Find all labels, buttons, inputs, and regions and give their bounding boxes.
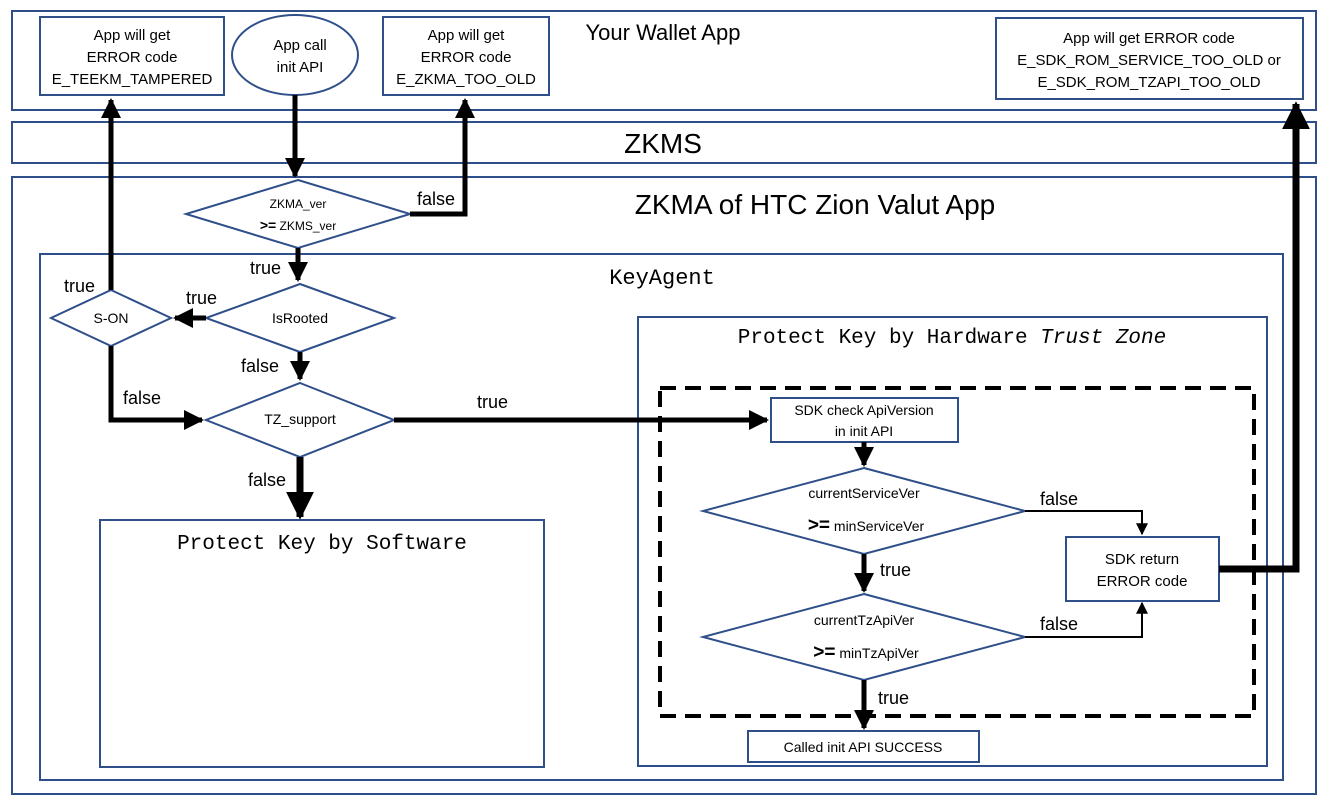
zkma-version-decision: ZKMA_ver >= ZKMS_ver [182, 178, 414, 250]
trust-zone-title-main: Protect Key by Hardware [738, 327, 1040, 350]
zkma-ge-symbol: >= [260, 217, 276, 233]
service-version-decision: currentServiceVer >= minServiceVer [699, 466, 1029, 556]
tzapi-version-decision: currentTzApiVer >= minTzApiVer [699, 592, 1029, 682]
app-call-line-2: init API [277, 59, 324, 76]
tzapi-decision-line-1: currentTzApiVer [814, 612, 915, 628]
sdk-check-line-2: in init API [835, 423, 893, 439]
tz-support-decision: TZ_support [203, 381, 397, 459]
trust-zone-title-italic: Trust Zone [1040, 327, 1166, 350]
sdk-return-line-2: ERROR code [1097, 573, 1188, 590]
error-zkma-old-box: App will get ERROR code E_ZKMA_TOO_OLD [382, 16, 550, 96]
error-sdk-line-2: E_SDK_ROM_SERVICE_TOO_OLD or [1017, 52, 1281, 69]
service-decision-line-1: currentServiceVer [808, 485, 920, 501]
app-call-line-1: App call [273, 37, 326, 54]
zkms-layer: ZKMS [11, 121, 1317, 164]
error-tampered-line-2: ERROR code [87, 49, 178, 66]
error-sdk-old-box: App will get ERROR code E_SDK_ROM_SERVIC… [995, 17, 1304, 100]
s-on-label: S-ON [94, 310, 129, 326]
zkms-title: ZKMS [624, 128, 702, 159]
tzapi-decision-line-2: >= minTzApiVer [813, 642, 919, 663]
error-zkma-line-1: App will get [428, 27, 506, 44]
zkma-title: ZKMA of HTC Zion Valut App [635, 189, 996, 220]
service-ge-symbol: >= [808, 515, 830, 536]
label-son-false: false [123, 388, 161, 408]
sdk-return-line-1: SDK return [1105, 551, 1179, 568]
arrow-zkma-false [410, 98, 475, 217]
is-rooted-label: IsRooted [272, 310, 328, 326]
label-son-true: true [64, 276, 95, 296]
wallet-app-title: Your Wallet App [586, 20, 741, 45]
wallet-app-layer: Your Wallet App [11, 10, 1317, 111]
arrow-son-false [108, 346, 204, 430]
trust-zone-layer: Protect Key by Hardware Trust Zone [637, 316, 1268, 767]
success-label: Called init API SUCCESS [784, 739, 943, 755]
arrow-error-to-app [1219, 101, 1310, 573]
arrow-service-false [1025, 510, 1148, 536]
error-tampered-line-3: E_TEEKM_TAMPERED [52, 71, 213, 88]
label-rooted-false: false [241, 356, 279, 376]
label-tzapi-false: false [1040, 614, 1078, 634]
label-zkma-true: true [250, 258, 281, 278]
trust-zone-title: Protect Key by Hardware Trust Zone [738, 327, 1166, 350]
label-tzapi-true: true [878, 688, 909, 708]
tzapi-decision-operand: minTzApiVer [835, 645, 919, 661]
label-tz-false: false [248, 470, 286, 490]
service-decision-line-2: >= minServiceVer [808, 515, 925, 536]
s-on-decision: S-ON [48, 288, 174, 348]
service-decision-operand: minServiceVer [830, 518, 924, 534]
arrow-tzapi-false [1025, 601, 1148, 638]
sdk-check-box: SDK check ApiVersion in init API [770, 397, 959, 443]
error-tampered-line-1: App will get [94, 27, 172, 44]
key-agent-layer: KeyAgent [39, 253, 1284, 781]
label-rooted-true: true [186, 288, 217, 308]
connectors [101, 95, 1310, 730]
zkma-layer: ZKMA of HTC Zion Valut App [11, 176, 1317, 795]
sdk-check-line-1: SDK check ApiVersion [794, 402, 933, 418]
edge-labels: false true true true false false true fa… [64, 189, 1078, 708]
success-box: Called init API SUCCESS [747, 730, 980, 763]
sdk-return-error-box: SDK return ERROR code [1065, 536, 1220, 602]
error-tampered-box: App will get ERROR code E_TEEKM_TAMPERED [39, 16, 225, 96]
error-zkma-line-2: ERROR code [421, 49, 512, 66]
error-zkma-line-3: E_ZKMA_TOO_OLD [396, 71, 536, 88]
tz-support-label: TZ_support [264, 411, 336, 427]
app-call-start-node: App call init API [231, 14, 359, 96]
label-service-true: true [880, 560, 911, 580]
sdk-check-region [658, 386, 1256, 718]
is-rooted-decision: IsRooted [203, 282, 397, 354]
tzapi-ge-symbol: >= [813, 642, 835, 663]
label-service-false: false [1040, 489, 1078, 509]
label-zkma-false: false [417, 189, 455, 209]
label-tz-true: true [477, 392, 508, 412]
zkma-decision-operand: ZKMS_ver [276, 219, 336, 233]
error-sdk-line-3: E_SDK_ROM_TZAPI_TOO_OLD [1037, 74, 1260, 91]
error-sdk-line-1: App will get ERROR code [1063, 30, 1235, 47]
software-title: Protect Key by Software [177, 533, 467, 556]
software-layer: Protect Key by Software [99, 519, 545, 768]
key-agent-title: KeyAgent [609, 266, 715, 291]
zkma-decision-line-2: >= ZKMS_ver [260, 217, 336, 233]
zkma-decision-line-1: ZKMA_ver [270, 197, 327, 211]
